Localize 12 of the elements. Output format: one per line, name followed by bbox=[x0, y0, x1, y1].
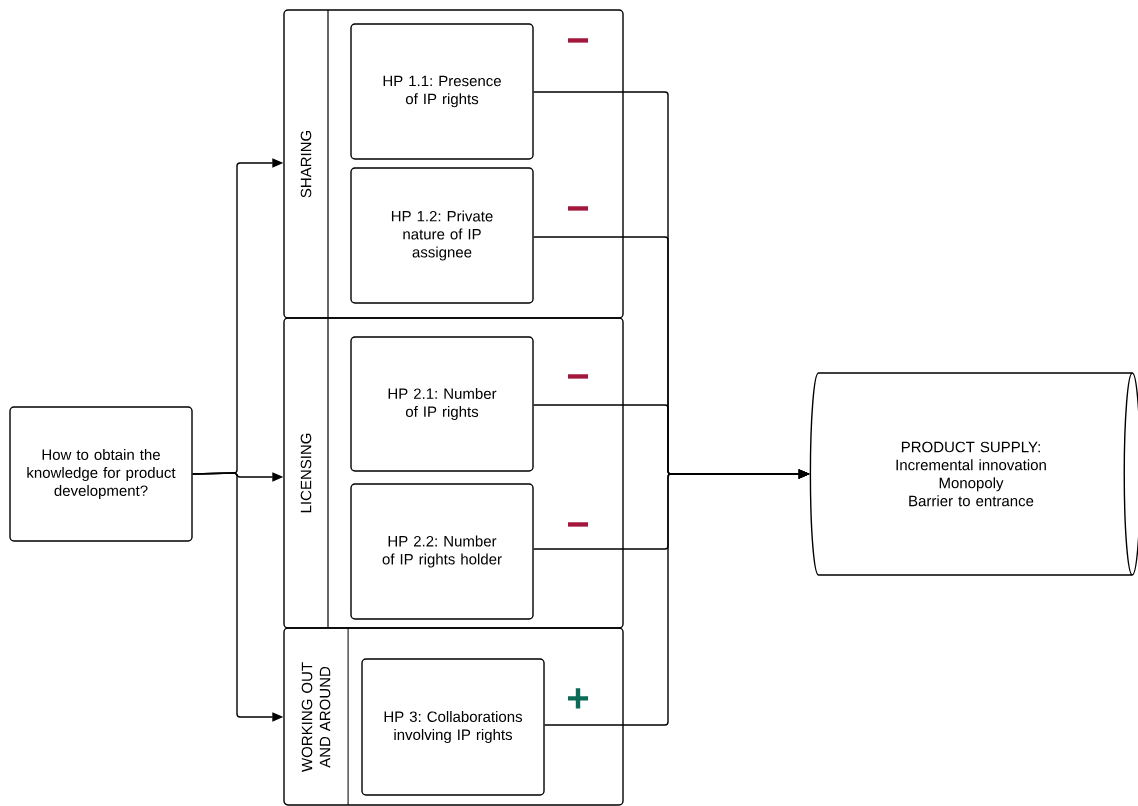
edge-label: − bbox=[568, 206, 589, 211]
process-box: HP 3: Collaborations involving IP rights bbox=[361, 658, 545, 796]
process-box: HP 2.2: Number of IP rights holder bbox=[350, 483, 534, 620]
process-box: HP 1.1: Presence of IP rights bbox=[350, 23, 534, 160]
process-box: HP 1.2: Private nature of IP assignee bbox=[350, 167, 534, 304]
cylinder: PRODUCT SUPPLY: Incremental innovation Monopoly Barrier to entrance bbox=[809, 372, 1138, 576]
edge-label: − bbox=[568, 522, 589, 527]
process-box: HP 2.1: Number of IP rights bbox=[350, 336, 534, 472]
edge-label: − bbox=[568, 38, 589, 43]
process-box: How to obtain the knowledge for product development? bbox=[9, 406, 193, 542]
edge-label: + bbox=[568, 688, 589, 709]
edge-label: − bbox=[568, 374, 589, 379]
